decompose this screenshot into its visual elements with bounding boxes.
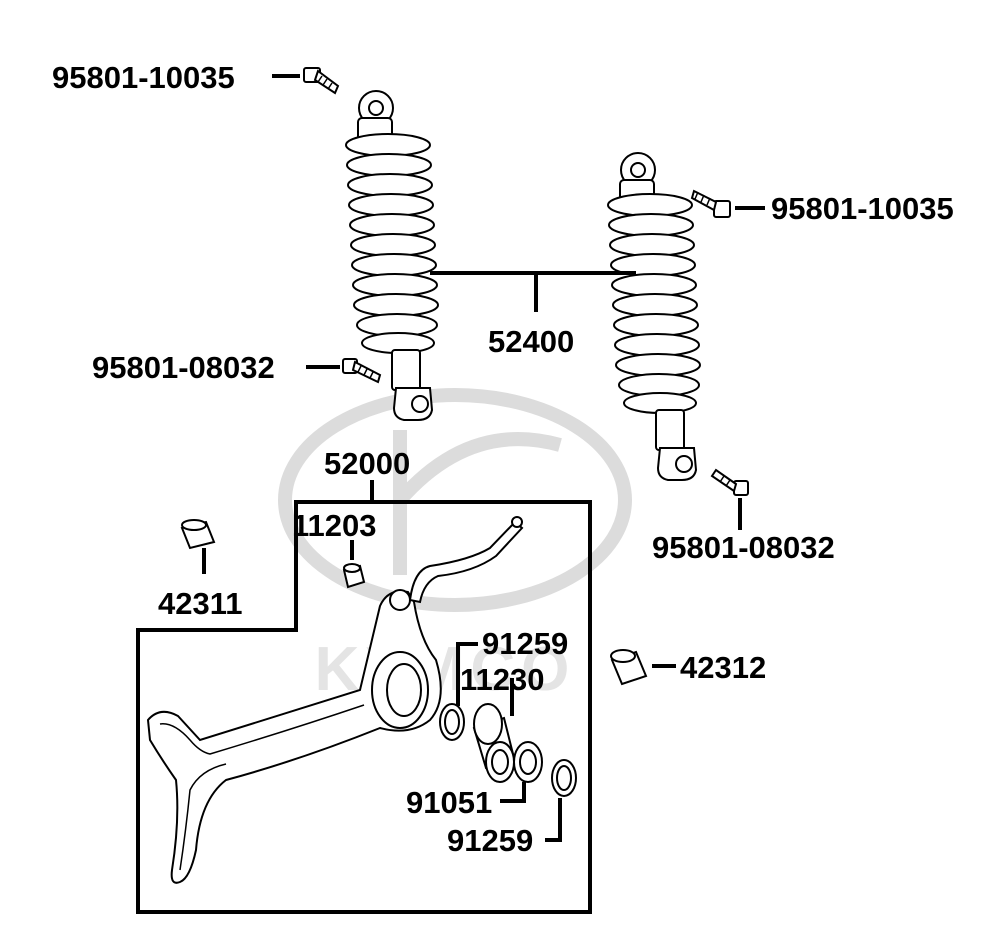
collar-11203: [342, 563, 366, 589]
label-bolt-top-left: 95801-10035: [52, 60, 235, 95]
bolt-bottom-right: [710, 468, 749, 496]
bolt-bottom-left: [342, 358, 382, 384]
label-bearing-housing: 11230: [460, 662, 545, 697]
kymco-watermark: KYMCO: [278, 388, 632, 704]
label-bearing: 91051: [406, 785, 492, 820]
shock-absorber-left: [345, 90, 439, 421]
bolt-top-right: [690, 189, 731, 218]
leader-52400: [430, 271, 636, 312]
bearing-housing-11230: [472, 703, 516, 783]
label-bolt-bottom-left: 95801-08032: [92, 350, 275, 385]
collar-42312: [610, 649, 648, 686]
rear-fork-arm: [146, 516, 524, 884]
label-shock-absorber: 52400: [488, 324, 574, 359]
label-rear-fork-assembly: 52000: [324, 446, 410, 481]
label-collar-left: 42311: [158, 586, 243, 621]
label-bolt-bottom-right: 95801-08032: [652, 530, 835, 565]
label-oil-seal-top: 91259: [482, 626, 568, 661]
label-bolt-top-right: 95801-10035: [771, 191, 954, 226]
assembly-box-52000: [136, 500, 592, 914]
oil-seal-bottom: [551, 759, 577, 797]
label-collar-right: 42312: [680, 650, 766, 685]
label-collar-small: 11203: [292, 508, 377, 543]
shock-absorber-right: [607, 152, 701, 481]
oil-seal-top: [439, 703, 465, 741]
spring-left: [345, 133, 439, 354]
bolt-top-left: [303, 67, 340, 95]
bearing-91051: [513, 741, 543, 783]
spring-right: [607, 193, 701, 414]
leader-91259-bottom: [545, 798, 562, 842]
leader-91259-top: [456, 642, 478, 706]
label-oil-seal-bottom: 91259: [447, 823, 533, 858]
collar-42311: [180, 519, 216, 550]
leader-91051: [500, 782, 526, 803]
